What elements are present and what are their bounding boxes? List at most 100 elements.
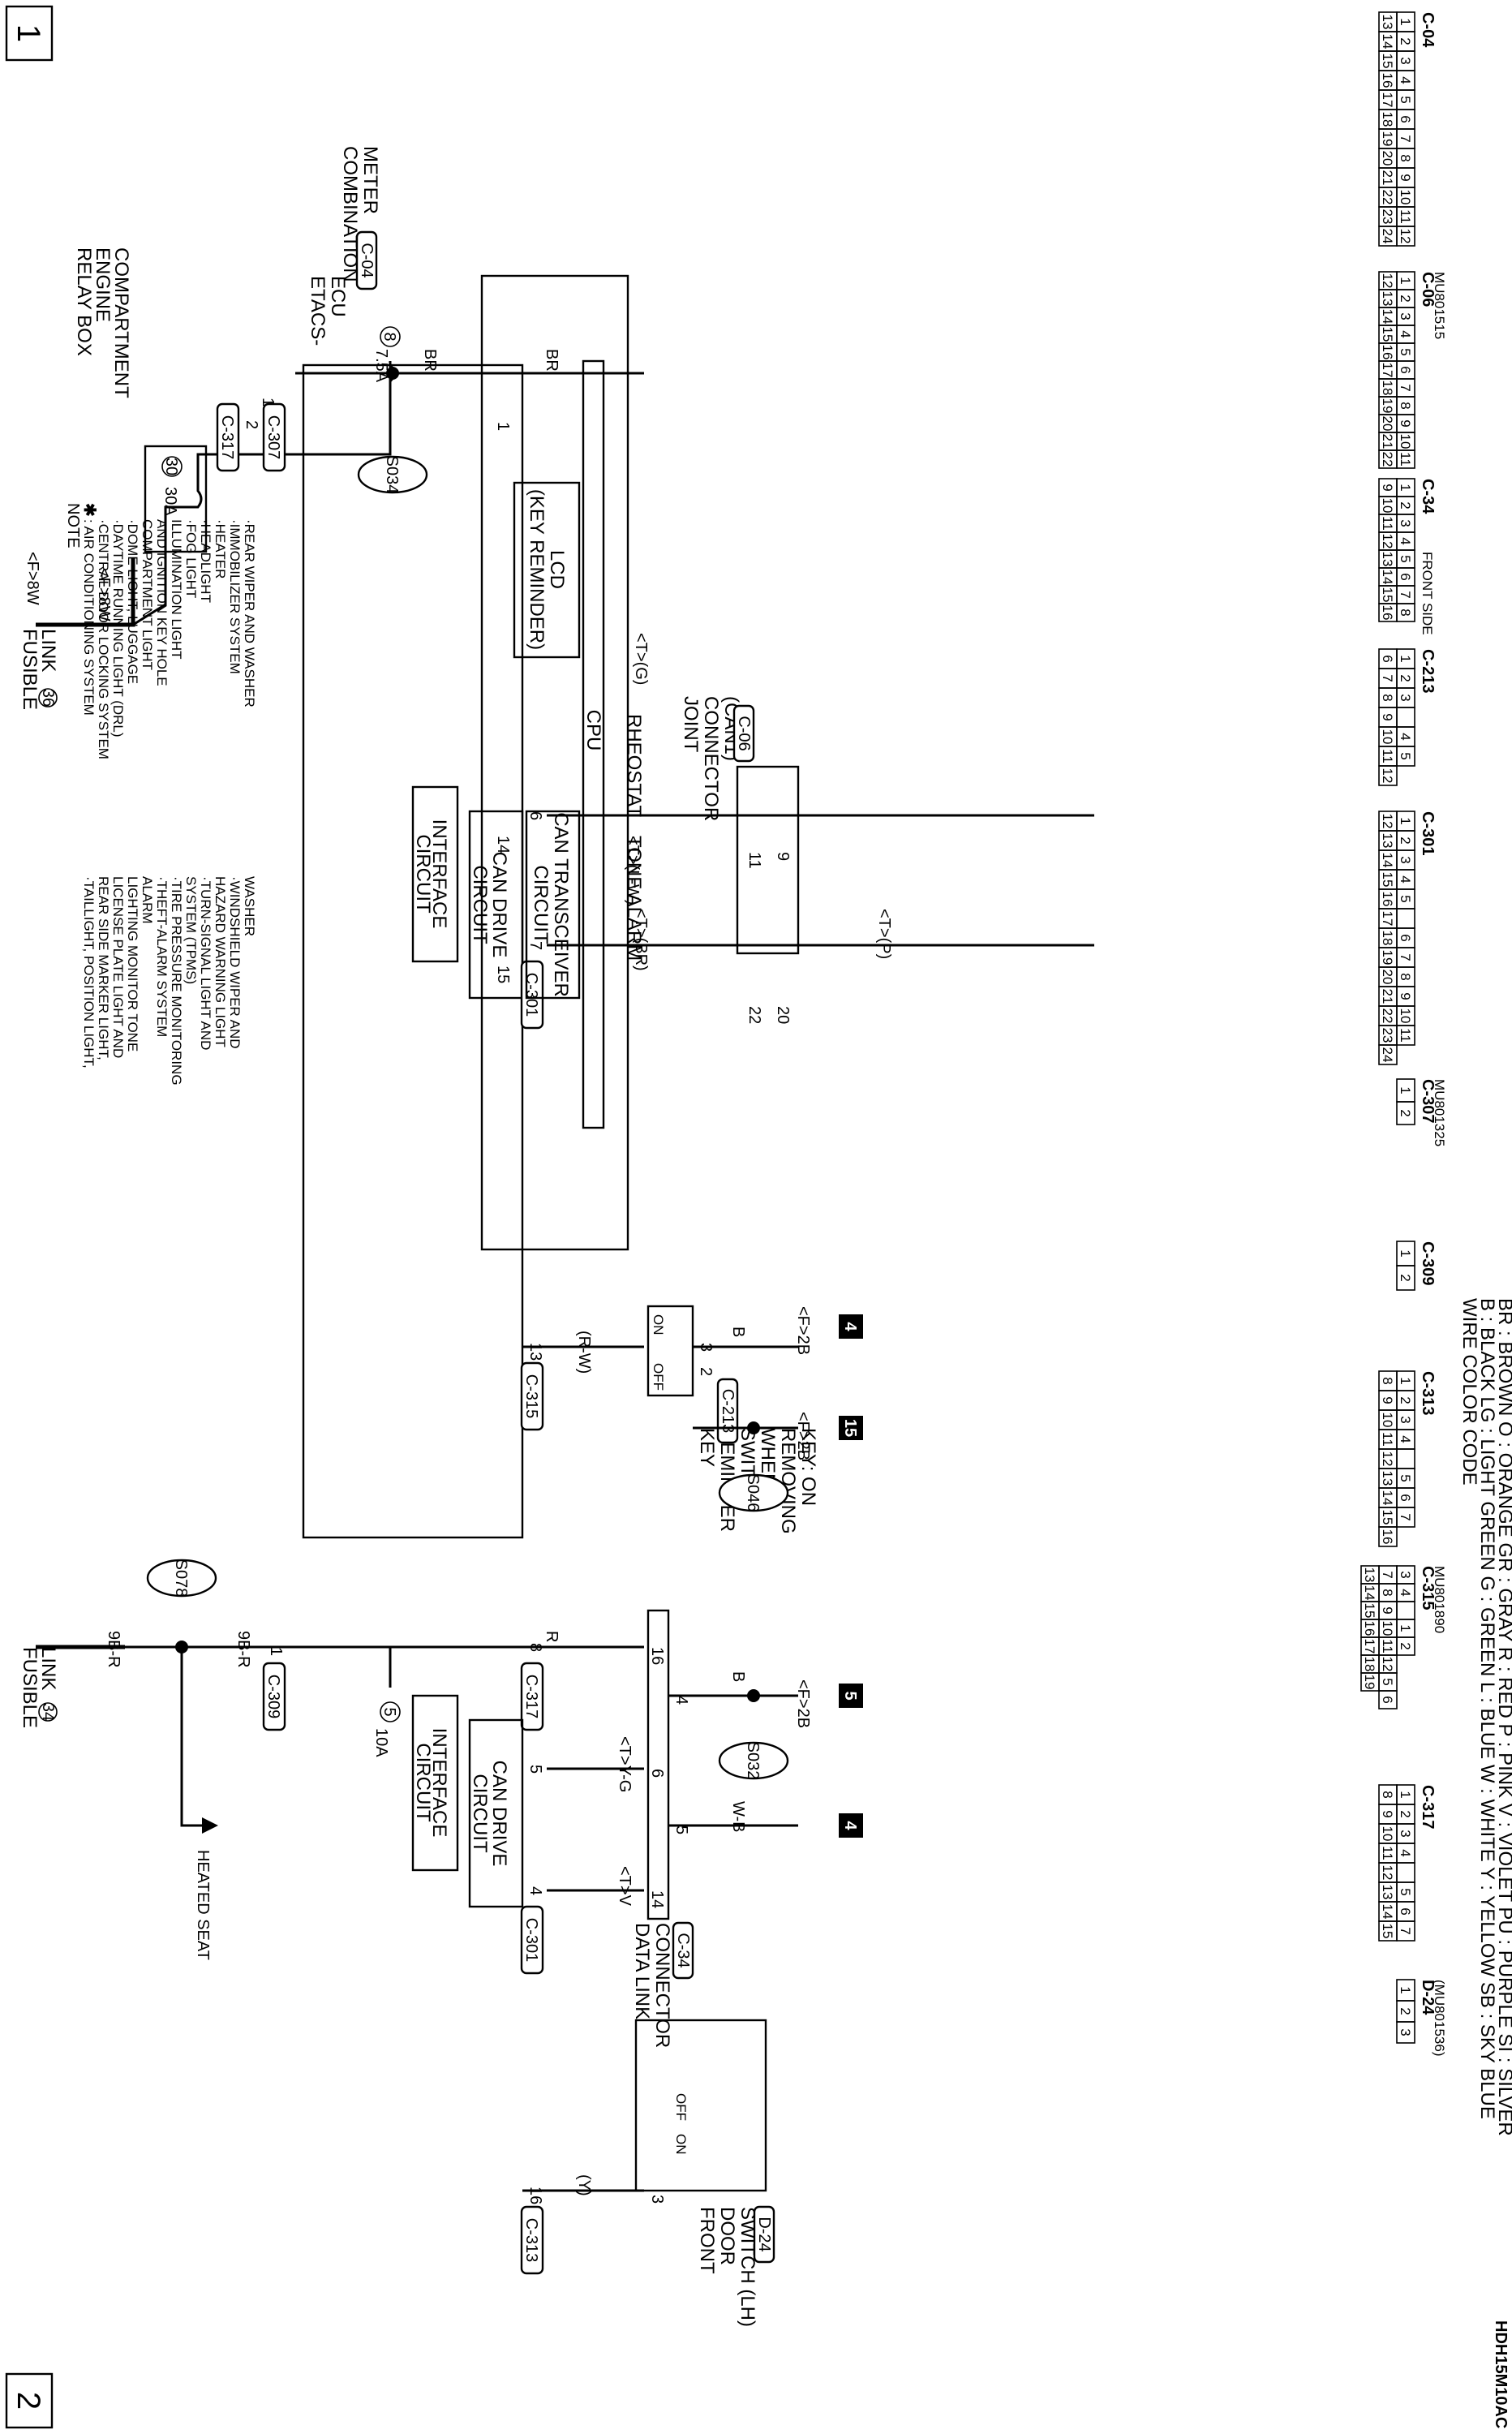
pin-1-meter: 1 — [494, 422, 512, 431]
legend-c301-label: C-301 — [1419, 811, 1437, 855]
page-number-left: 1 — [11, 24, 46, 42]
connector-c307-tag — [262, 402, 286, 472]
pin-13: 13 — [526, 1343, 544, 1361]
connector-c317-tag-right — [520, 1662, 544, 1731]
legend-c301-pin: 24 — [1380, 1047, 1395, 1063]
legend-c04-pin: 11 — [1398, 209, 1413, 224]
legend-c213-pin: 1 — [1398, 655, 1413, 662]
legend-c315-pin: 15 — [1362, 1603, 1377, 1619]
heated-seat-arrow — [202, 1817, 218, 1834]
connector-c213-label: C-213 — [719, 1389, 737, 1433]
legend-d24-pin: 2 — [1398, 2007, 1413, 2015]
legend-c317-pin: 14 — [1380, 1904, 1395, 1920]
legend-c315-pin: 6 — [1380, 1696, 1395, 1703]
connector-c301-right: C-301 — [522, 1918, 540, 1962]
connector-c315-label: C-315 — [522, 1374, 540, 1418]
legend-c04-pin: 12 — [1398, 229, 1413, 244]
combination-meter-label-2: METER — [359, 146, 381, 214]
legend-c315-pin: 14 — [1362, 1585, 1377, 1601]
legend-c313-pin: 1 — [1398, 1377, 1413, 1384]
legend-c313-label: C-313 — [1419, 1371, 1437, 1415]
legend-c34-pin: 14 — [1380, 570, 1395, 585]
ground-15-box — [839, 1416, 863, 1440]
wire-br-label-1: BR — [543, 349, 561, 372]
note-c2-11: WASHER — [242, 876, 257, 936]
legend-c317-pin: 10 — [1380, 1826, 1395, 1842]
legend-c317-pin: 11 — [1380, 1846, 1395, 1860]
note-c2-5: ·THEFT-ALARM SYSTEM — [154, 876, 170, 1037]
legend-c315-pin: 13 — [1362, 1567, 1377, 1583]
legend-c315-pin: 10 — [1380, 1621, 1395, 1636]
pin-2-etacs: 2 — [243, 420, 260, 429]
fuse-30-circle — [161, 456, 183, 477]
ground-4b-box — [839, 1813, 863, 1838]
wire-t-p: <T>(P) — [875, 909, 893, 959]
fusible-link-34-label-1: FUSIBLE — [19, 1647, 41, 1728]
note-c1-0: : AIR CONDITIONING SYSTEM — [81, 519, 97, 716]
note-c2-8: ·TURN-SIGNAL LIGHT AND — [198, 876, 213, 1050]
legend-c34-label: C-34 — [1419, 479, 1437, 514]
legend-c04-pin: 4 — [1398, 76, 1413, 84]
wire-rw-label: (R-W) — [575, 1331, 593, 1374]
wire-color-code-title: WIRE COLOR CODE — [1458, 1298, 1480, 1486]
connector-c06-tag — [732, 704, 755, 763]
legend-c301-pin: 12 — [1380, 814, 1395, 829]
pin-5-dlc: 5 — [672, 1826, 690, 1834]
fuse-30-rating: 30A — [161, 487, 179, 516]
legend-c04-pin: 7 — [1398, 135, 1413, 142]
wire-f8w-a: <F>8W — [24, 552, 41, 605]
legend-c04-pin: 8 — [1398, 154, 1413, 161]
ground-4b: 4 — [841, 1821, 859, 1830]
legend-c309-label: C-309 — [1419, 1241, 1437, 1285]
legend-c301-pin: 2 — [1398, 836, 1413, 844]
splice-s078-label: S078 — [172, 1559, 190, 1598]
pin-7-etacs: 7 — [526, 941, 544, 950]
legend-c317-pin: 1 — [1398, 1791, 1413, 1798]
cpu-bar — [582, 359, 605, 1129]
legend-c301-pin: 4 — [1398, 875, 1413, 883]
legend-c317-pin: 15 — [1380, 1924, 1395, 1939]
wire-f2b-1: <F>2B — [794, 1306, 812, 1355]
legend-c317-pin: 6 — [1398, 1907, 1413, 1915]
legend-c315-pin: 8 — [1380, 1589, 1395, 1596]
connector-c309-label: C-309 — [264, 1675, 282, 1718]
legend-c315-pin: 7 — [1380, 1571, 1395, 1578]
front-door-1: FRONT — [696, 2207, 718, 2274]
data-link-label-1: DATA LINK — [631, 1923, 653, 2019]
connector-c317-left: C-317 — [218, 415, 236, 459]
can-transceiver-1: CAN TRANSCEIVER — [550, 812, 572, 997]
connector-c313-tag — [520, 2205, 544, 2275]
interface-left-2: CIRCUIT — [412, 834, 434, 914]
wire-heated-seat — [180, 1647, 206, 1827]
can-transceiver-box — [525, 810, 581, 1000]
note-title: NOTE — [64, 503, 82, 548]
pin-6-dlc: 6 — [648, 1769, 666, 1778]
legend-c313-cell — [1378, 1526, 1398, 1547]
relay-box-label-3: COMPARTMENT — [110, 247, 132, 398]
can-drive-circuit-left — [468, 810, 524, 1000]
note-c1-4: COMPARTMENT LIGHT — [140, 519, 155, 670]
figure-code: HDH15M10AC — [1492, 2320, 1510, 2428]
wire-f8w-b: <F>8W — [95, 568, 113, 621]
legend-c307-grid: 12 — [1396, 1078, 1415, 1125]
legend-c317-pin: 4 — [1398, 1849, 1413, 1856]
ground-4a-box — [839, 1314, 863, 1339]
pin-2-key: 2 — [697, 1367, 715, 1376]
note-c1-1: ·CENTRAL DOOR LOCKING SYSTEM — [96, 519, 111, 759]
legend-c213-pin: 9 — [1380, 713, 1395, 720]
data-link-connector-bar — [646, 1609, 670, 1920]
legend-c315-pin: 12 — [1380, 1657, 1395, 1672]
legend-d24-cell — [1396, 2021, 1415, 2044]
legend-c301-pin: 21 — [1380, 989, 1395, 1004]
data-link-label-2: CONNECTOR — [651, 1923, 673, 2048]
legend-c34-pin: 3 — [1398, 519, 1413, 527]
fusible-link-34-circle — [38, 1702, 58, 1722]
legend-c213-pin: 11 — [1380, 749, 1395, 763]
legend-c213-pin: 2 — [1398, 674, 1413, 682]
legend-c213-cell — [1396, 707, 1415, 728]
legend-c307-pin: 2 — [1398, 1109, 1413, 1116]
legend-c309-pin: 1 — [1398, 1249, 1413, 1257]
